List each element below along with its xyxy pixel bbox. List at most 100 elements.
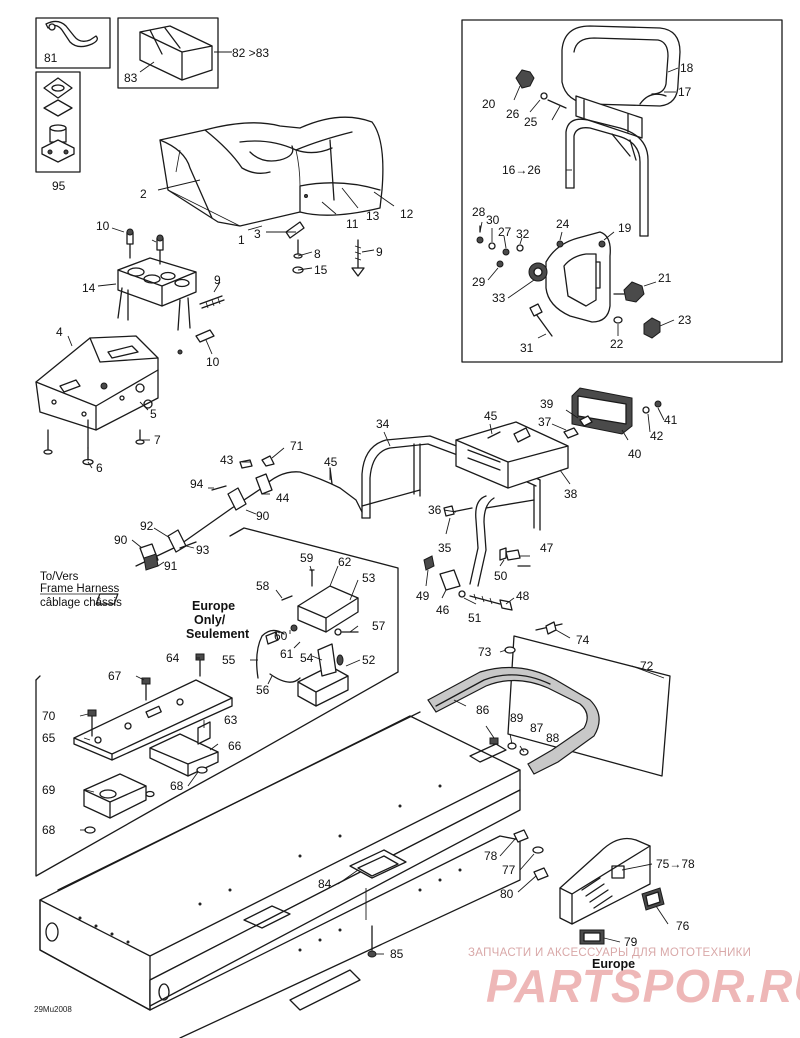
callout-51: 51	[468, 611, 482, 625]
callout-45b: 45	[324, 455, 338, 469]
callout-37: 37	[538, 415, 552, 429]
callout-69: 69	[42, 783, 56, 797]
callout-14: 14	[82, 281, 96, 295]
callout-33: 33	[492, 291, 506, 305]
callout-73: 73	[478, 645, 492, 659]
callout-90a: 90	[256, 509, 270, 523]
callout-17: 17	[678, 85, 692, 99]
callout-16: 16→26	[502, 163, 541, 177]
callout-10b: 10	[206, 355, 220, 369]
callout-1: 1	[238, 233, 245, 247]
callout-55: 55	[222, 653, 236, 667]
storage-box-4	[35, 335, 159, 431]
europe-only-line2: Only/	[194, 613, 226, 627]
callout-13: 13	[366, 209, 380, 223]
callout-57: 57	[372, 619, 386, 633]
callout-78a: 78	[484, 849, 498, 863]
europe-only-line3: Seulement	[186, 627, 250, 641]
rack-fasteners	[423, 505, 531, 611]
callout-15: 15	[314, 263, 328, 277]
callout-7: 7	[154, 433, 161, 447]
grab-handle-86	[427, 666, 600, 775]
grommet-95	[35, 71, 81, 173]
callout-89: 89	[510, 711, 524, 725]
callout-94: 94	[190, 477, 204, 491]
callout-68a: 68	[170, 779, 184, 793]
callout-30: 30	[486, 213, 500, 227]
callout-41: 41	[664, 413, 678, 427]
plates-65-69	[73, 653, 233, 834]
callout-39: 39	[540, 397, 554, 411]
callout-23: 23	[678, 313, 692, 327]
callout-86: 86	[476, 703, 490, 717]
callout-90b: 90	[114, 533, 128, 547]
callout-5: 5	[150, 407, 157, 421]
callout-20: 20	[482, 97, 496, 111]
callout-42: 42	[650, 429, 664, 443]
callout-81: 81	[44, 51, 58, 65]
callout-77: 77	[502, 863, 516, 877]
drawing-code: 29Mu2008	[34, 1005, 72, 1014]
callout-44: 44	[276, 491, 290, 505]
callout-45a: 45	[484, 409, 498, 423]
screw-9-and-nut-10	[177, 295, 225, 355]
callout-47: 47	[540, 541, 554, 555]
callout-35: 35	[438, 541, 452, 555]
callout-71: 71	[290, 439, 304, 453]
callout-63: 63	[224, 713, 238, 727]
callout-11: 11	[346, 217, 359, 231]
callout-26: 26	[506, 107, 520, 121]
europe-note: Europe	[592, 957, 635, 971]
callout-72: 72	[640, 659, 654, 673]
callout-36: 36	[428, 503, 442, 517]
callout-52: 52	[362, 653, 376, 667]
wiring-connectors	[135, 455, 363, 571]
leader-lines	[67, 51, 679, 955]
callout-87: 87	[530, 721, 544, 735]
callout-64: 64	[166, 651, 180, 665]
callout-12: 12	[400, 207, 414, 221]
seat-cover-82	[117, 17, 219, 89]
callout-34: 34	[376, 417, 390, 431]
callout-18: 18	[680, 61, 694, 75]
callout-49: 49	[416, 589, 430, 603]
callout-3: 3	[254, 227, 261, 241]
callout-46: 46	[436, 603, 450, 617]
callout-4: 4	[56, 325, 63, 339]
callout-32: 32	[516, 227, 530, 241]
callout-80: 80	[500, 887, 514, 901]
callout-92: 92	[140, 519, 154, 533]
europe-only-panel	[35, 527, 399, 877]
callout-60: 60	[274, 629, 288, 643]
screws-6-7	[43, 419, 145, 466]
callout-19: 19	[618, 221, 632, 235]
callout-31: 31	[520, 341, 534, 355]
seat-bracket-14	[117, 228, 197, 331]
callout-76: 76	[676, 919, 690, 933]
callout-9b: 9	[214, 273, 221, 287]
harness-note-line3: câblage châssis	[40, 597, 122, 609]
callout-95: 95	[52, 179, 66, 193]
callout-56: 56	[256, 683, 270, 697]
callout-91: 91	[164, 559, 178, 573]
callout-84: 84	[318, 877, 332, 891]
callout-53: 53	[362, 571, 376, 585]
rear-cover-75	[513, 829, 665, 945]
callout-65: 65	[42, 731, 56, 745]
callout-68b: 68	[42, 823, 56, 837]
harness-note-line1: To/Vers	[40, 571, 79, 583]
callout-38: 38	[564, 487, 578, 501]
seat-1	[159, 116, 384, 227]
callout-50: 50	[494, 569, 508, 583]
callout-9a: 9	[376, 245, 383, 259]
callout-43: 43	[220, 453, 234, 467]
callout-75: 75→78	[656, 857, 695, 871]
tool-81	[35, 17, 111, 69]
callout-6: 6	[96, 461, 103, 475]
harness-note-line2: Frame Harness	[40, 583, 119, 595]
callout-83: 83	[124, 71, 138, 85]
callout-25: 25	[524, 115, 538, 129]
callout-67: 67	[108, 669, 122, 683]
